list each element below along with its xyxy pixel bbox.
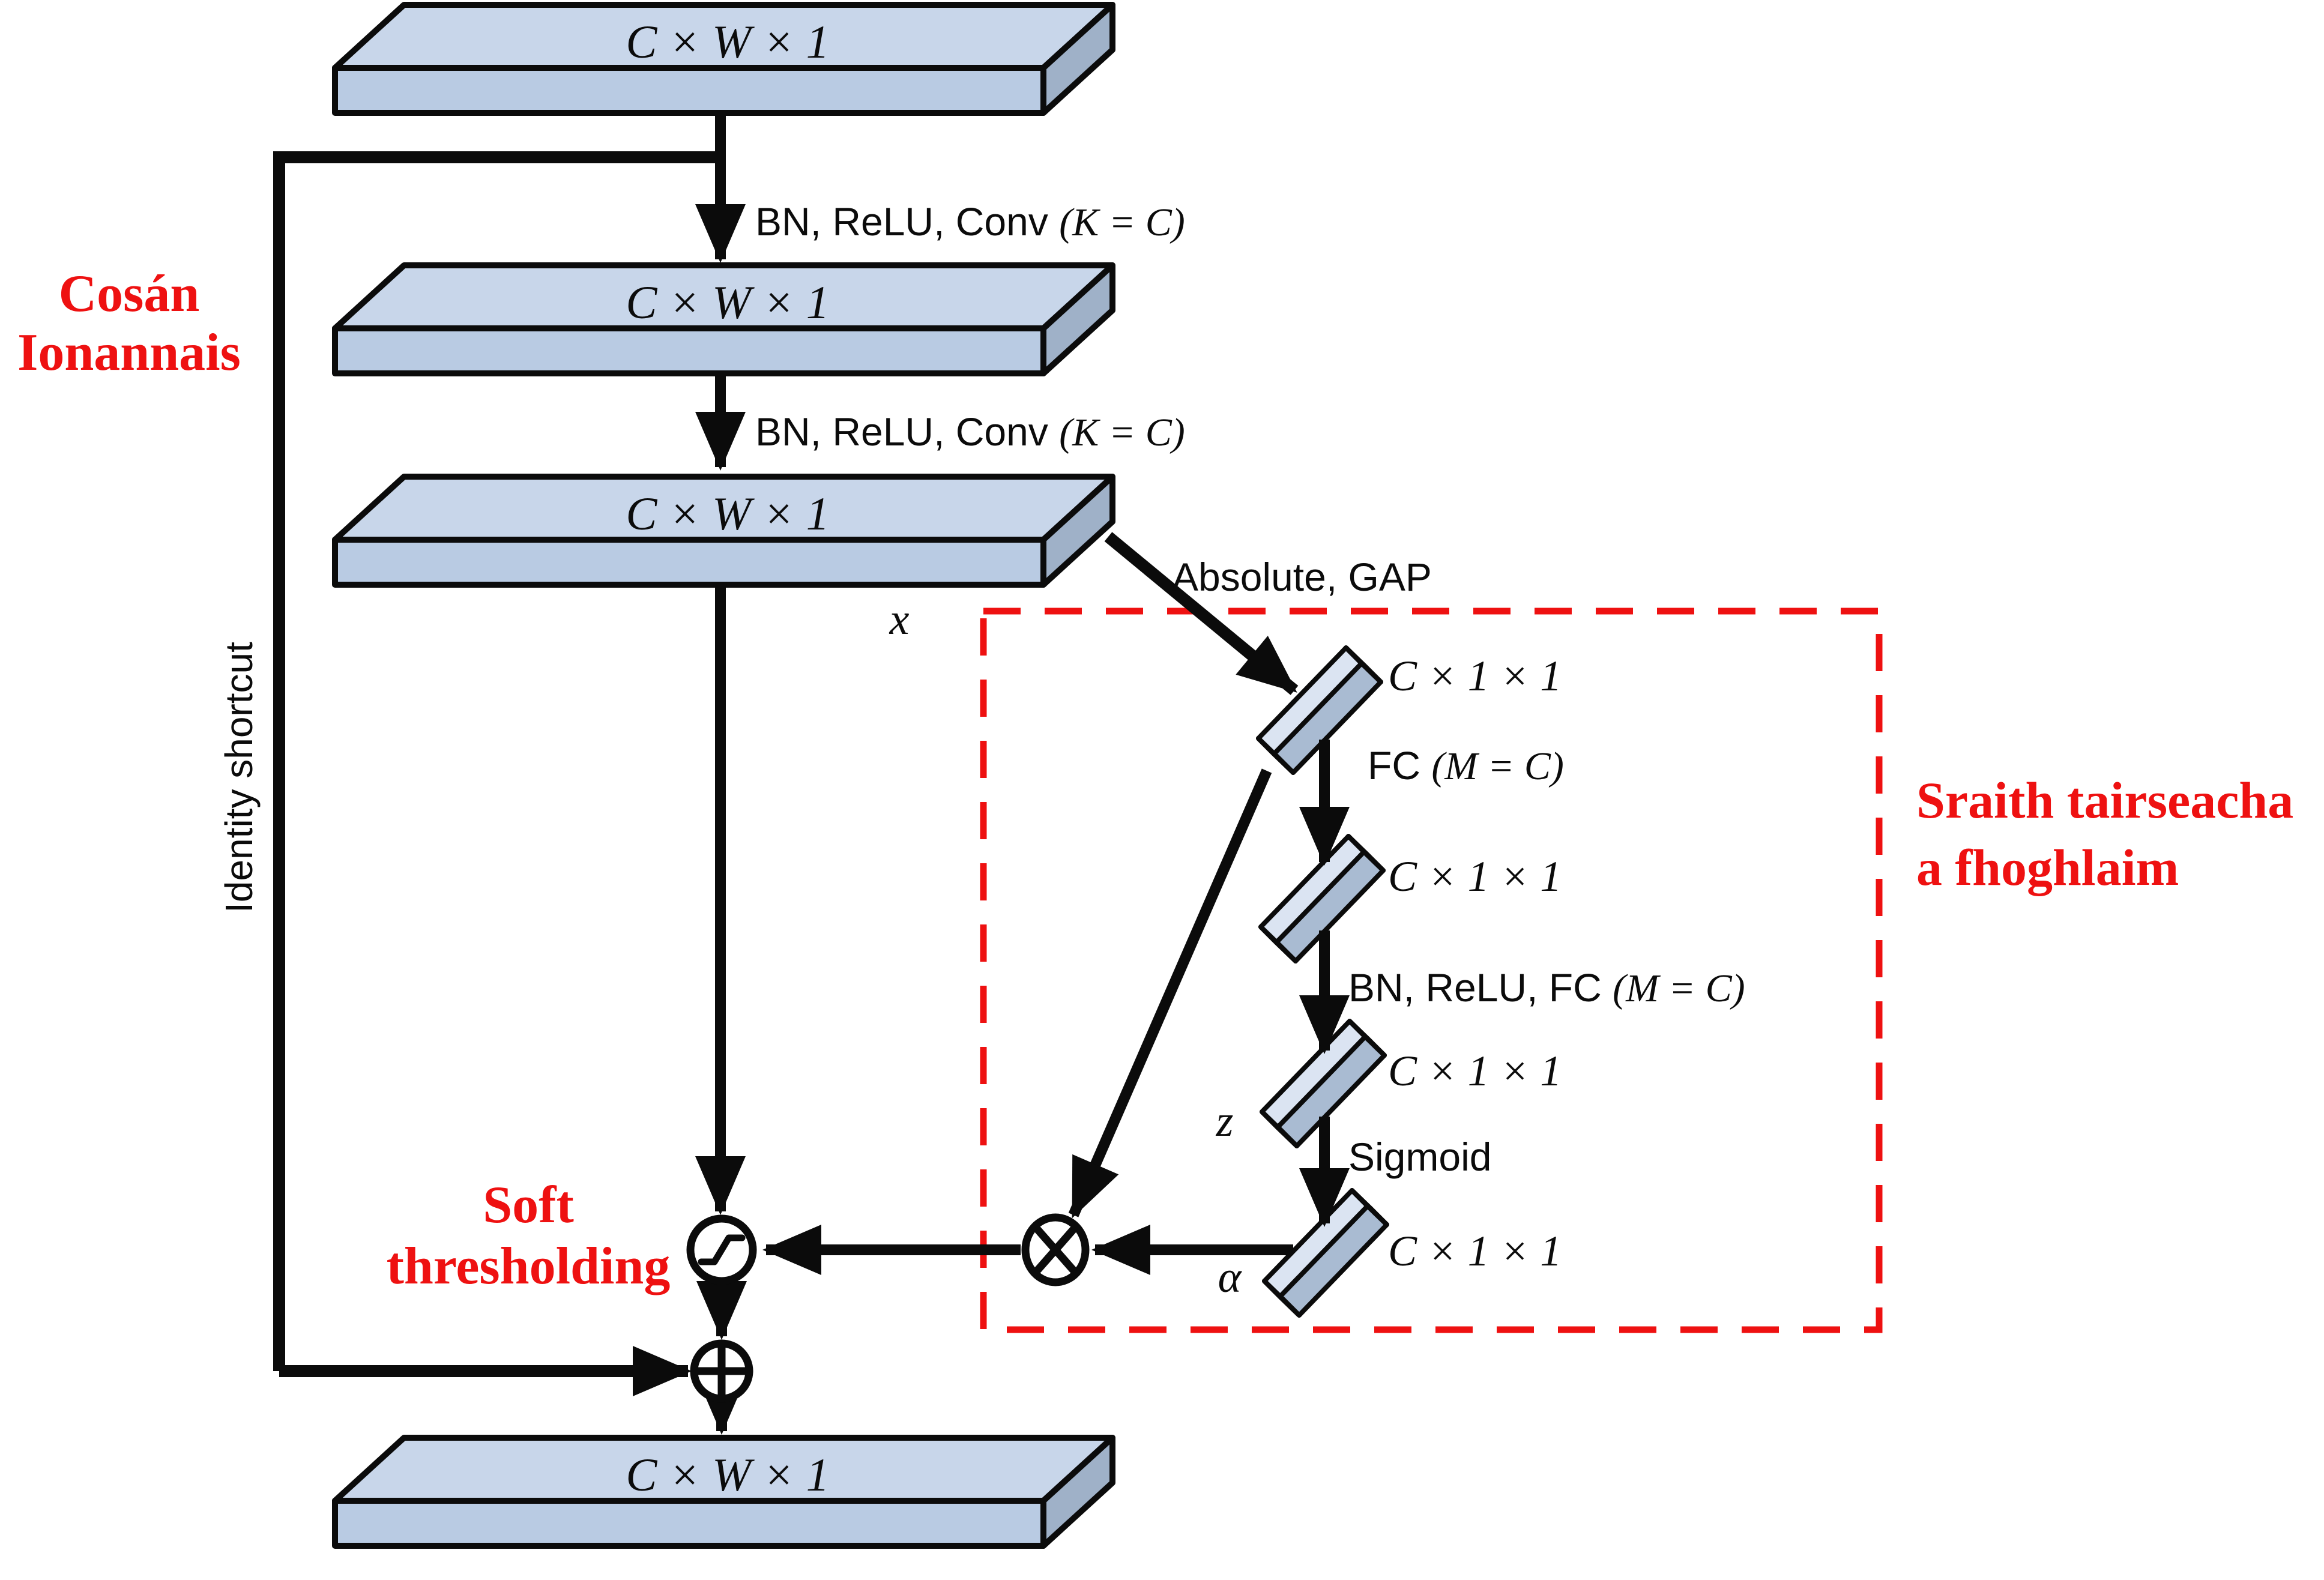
- threshold-layers-note-line1: Sraith tairseacha: [1916, 771, 2293, 829]
- add-cross: [690, 1339, 753, 1403]
- slab-side-face: [1040, 1435, 1115, 1549]
- op-label-conv2-prefix: BN, ReLU, Conv: [755, 409, 1059, 454]
- add-icon: [690, 1339, 753, 1403]
- op-label-conv1: BN, ReLU, Conv (K = C): [755, 199, 1185, 244]
- feature-map-slab-conv2: [332, 474, 1115, 588]
- soft-threshold-icon: [686, 1214, 757, 1285]
- op-label-sigmoid: Sigmoid: [1348, 1135, 1491, 1179]
- slab-side-face: [1040, 2, 1115, 116]
- op-label-conv1-prefix: BN, ReLU, Conv: [755, 199, 1059, 244]
- bar-dim-label: C × 1 × 1: [1388, 652, 1562, 700]
- op-label-fc1: FC (M = C): [1368, 743, 1564, 788]
- feature-map-slab-conv1: [332, 262, 1115, 376]
- feature-map-slab-input: [332, 2, 1115, 116]
- slab-side-face: [1040, 474, 1115, 588]
- slab-front-face: [332, 65, 1046, 116]
- identity-path-note-line1: Cosán: [59, 265, 200, 323]
- threshold-subnetwork-dashed-box: [980, 608, 1883, 1333]
- soft-thresholding-note-line1: Soft: [483, 1176, 574, 1234]
- slab-dim-label: C × W × 1: [626, 487, 829, 540]
- arrow-gap-to-multiply: [1068, 768, 1272, 1219]
- var-label-alpha: α: [1218, 1253, 1243, 1302]
- vector-bar-gap: [1256, 645, 1383, 775]
- op-label-fc2: BN, ReLU, FC (M = C): [1348, 965, 1745, 1010]
- feature-map-slab-output: [332, 1435, 1115, 1549]
- bar-dim-label: C × 1 × 1: [1388, 852, 1562, 900]
- slab-front-face: [332, 1498, 1046, 1549]
- bar-near-cap: [1258, 924, 1298, 963]
- bar-near-cap: [1256, 736, 1296, 775]
- bar-far-cap: [1347, 1019, 1387, 1058]
- slab-dim-label: C × W × 1: [626, 276, 829, 328]
- op-label-abs-gap: Absolute, GAP: [1172, 555, 1432, 599]
- slab-side-face: [1040, 262, 1115, 376]
- slab-dim-label: C × W × 1: [626, 16, 829, 68]
- multiply-cross: [1034, 1226, 1077, 1274]
- arrow-abs-gap: [1104, 532, 1299, 695]
- op-label-conv2-math: (K = C): [1059, 411, 1185, 454]
- bar-dim-label: C × 1 × 1: [1388, 1227, 1562, 1275]
- threshold-layers-note-line2: a fhoghlaim: [1916, 839, 2179, 896]
- op-label-fc1-math: (M = C): [1431, 744, 1564, 788]
- op-label-conv1-math: (K = C): [1059, 201, 1185, 244]
- bar-near-cap: [1262, 1279, 1302, 1318]
- multiply-icon: [1021, 1213, 1090, 1286]
- identity-path-note-line2: Ionannais: [17, 324, 241, 382]
- bar-far-cap: [1346, 834, 1386, 873]
- bar-far-cap: [1350, 1188, 1389, 1227]
- var-label-x: x: [889, 595, 910, 644]
- op-label-fc2-prefix: BN, ReLU, FC: [1348, 965, 1613, 1010]
- op-label-fc2-math: (M = C): [1613, 966, 1745, 1010]
- var-label-z: z: [1216, 1097, 1234, 1146]
- soft-threshold-curve: [698, 1234, 746, 1265]
- op-label-conv2: BN, ReLU, Conv (K = C): [755, 409, 1185, 454]
- soft-thresholding-note-line2: thresholding: [387, 1237, 671, 1295]
- slab-dim-label: C × W × 1: [626, 1449, 829, 1501]
- bar-far-cap: [1344, 645, 1383, 684]
- bar-near-cap: [1260, 1109, 1299, 1148]
- identity-shortcut-label: Identity shortcut: [217, 642, 261, 913]
- op-label-fc1-prefix: FC: [1368, 743, 1431, 788]
- slab-front-face: [332, 325, 1046, 376]
- bar-dim-label: C × 1 × 1: [1388, 1047, 1562, 1095]
- slab-front-face: [332, 537, 1046, 588]
